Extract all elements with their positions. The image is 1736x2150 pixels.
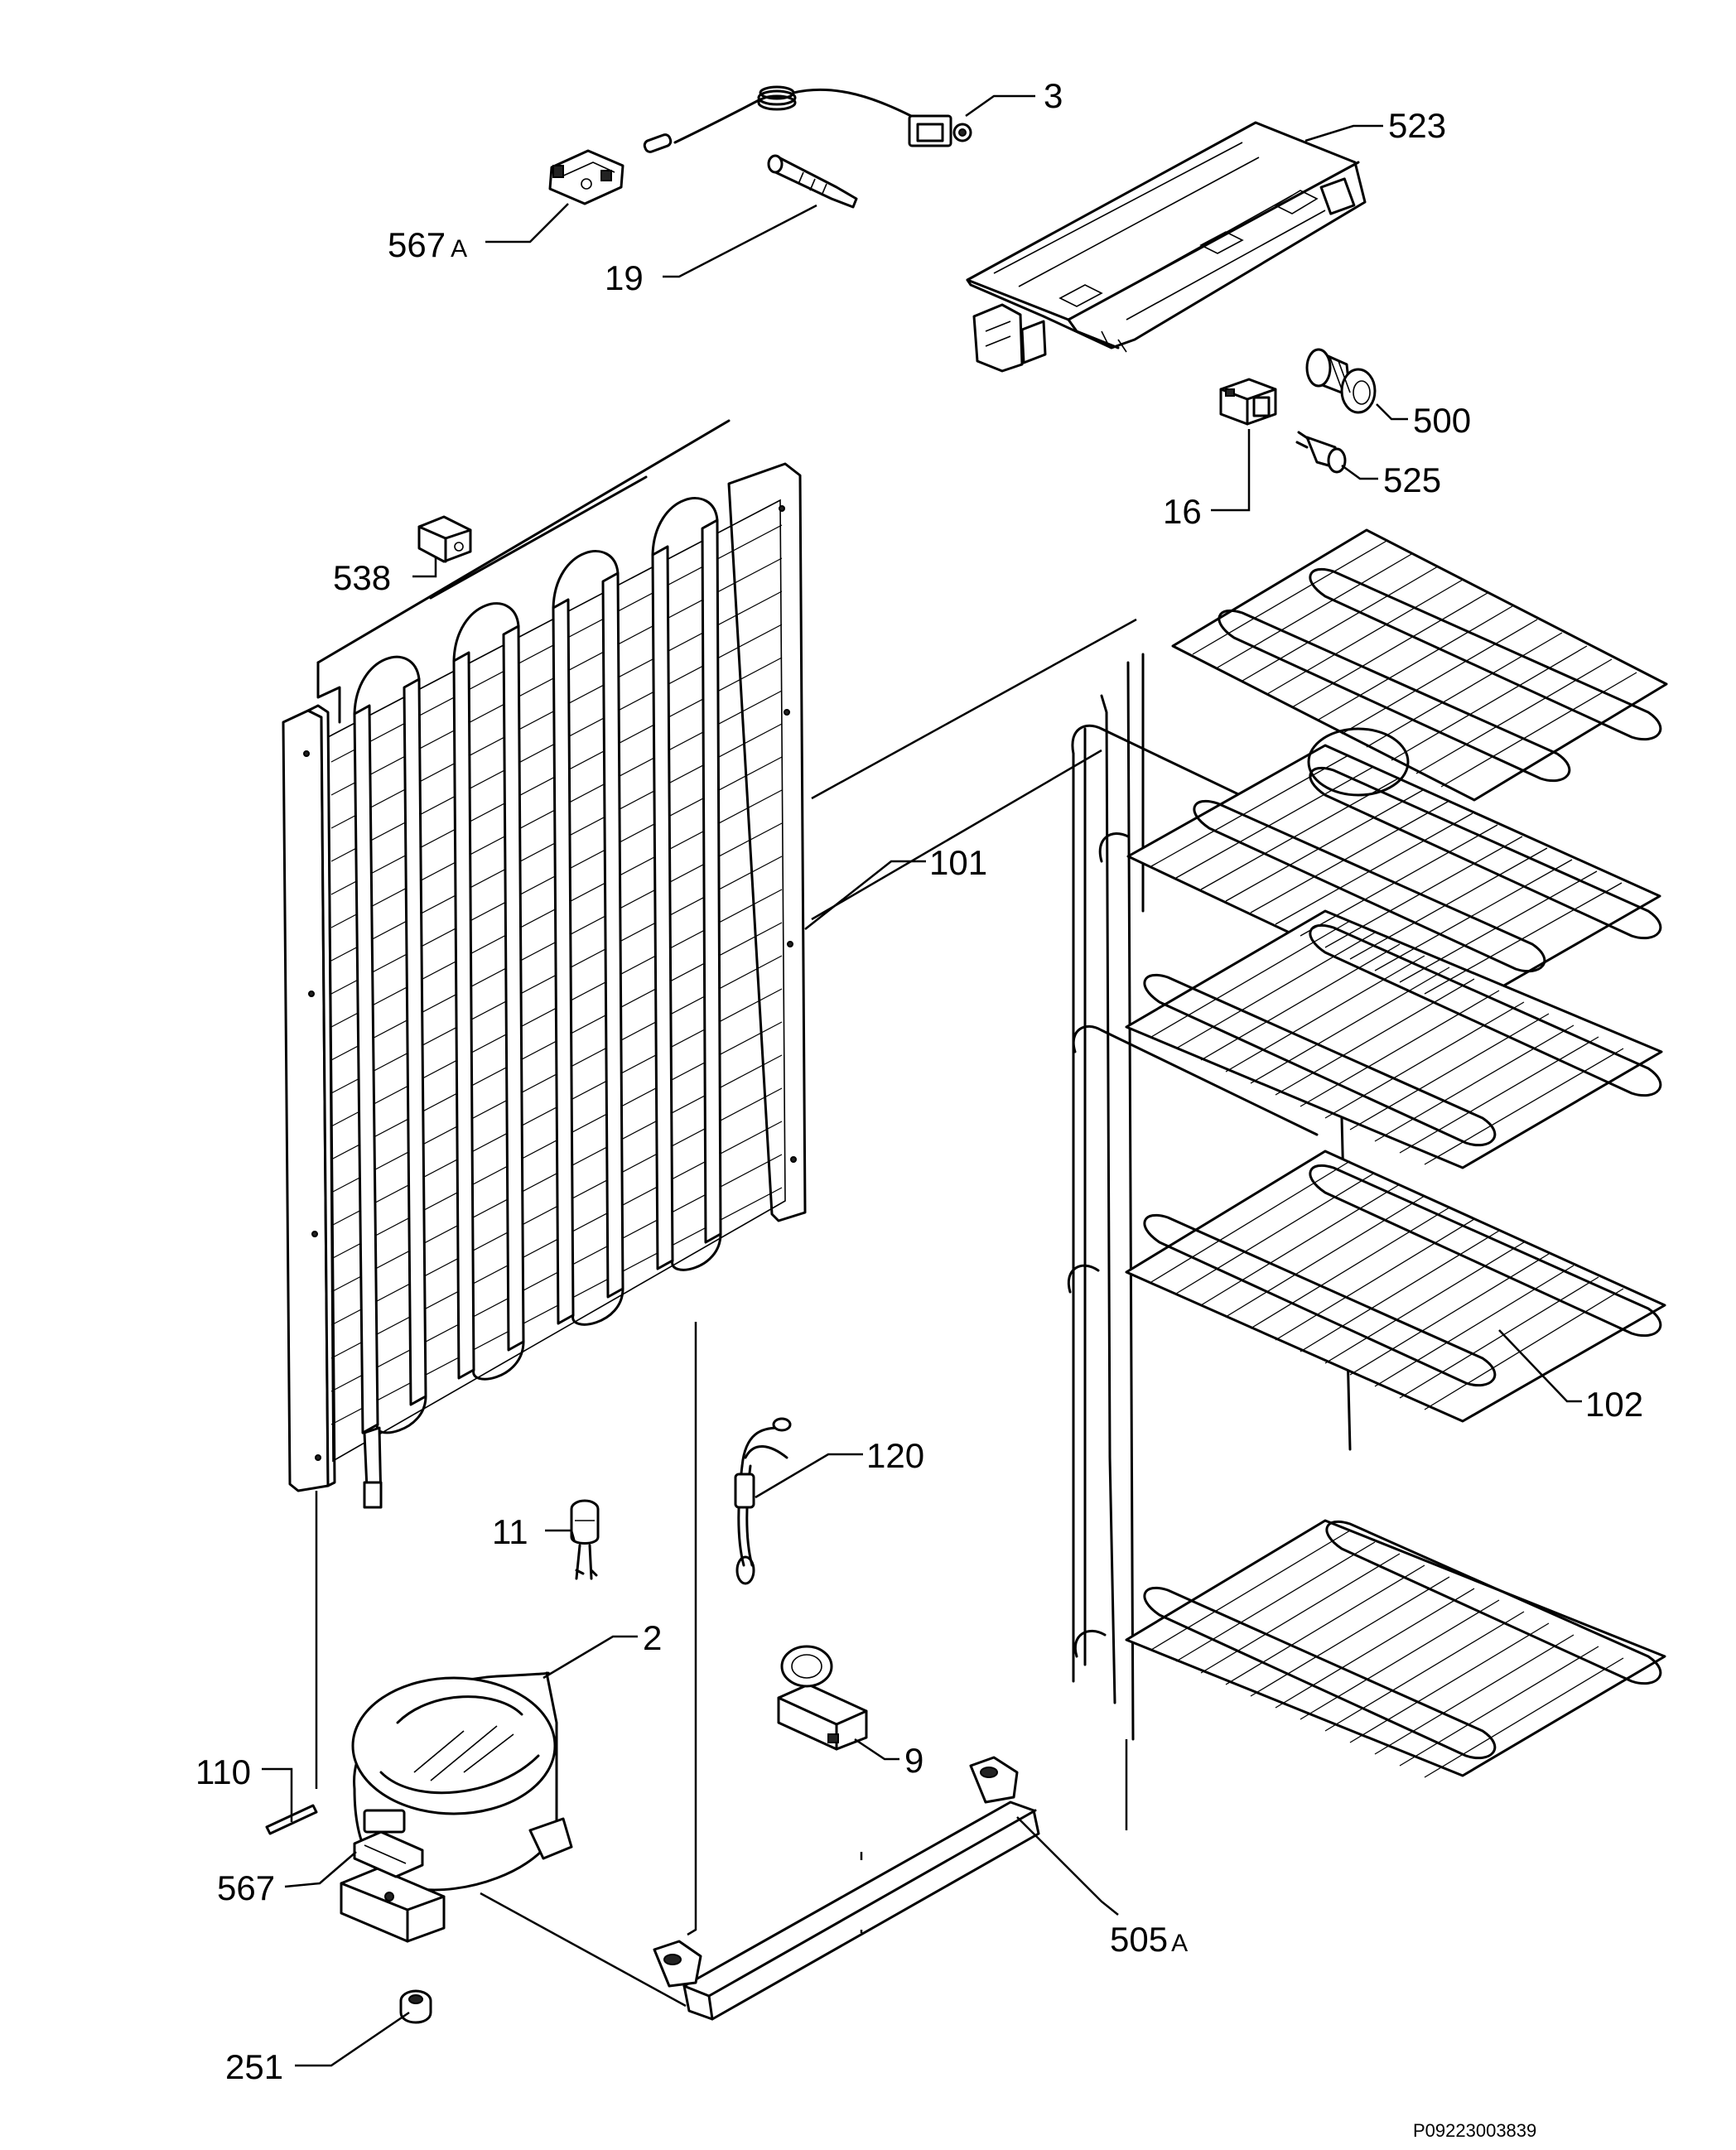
clip-part-538 — [417, 515, 472, 563]
label-110: 110 — [195, 1752, 251, 1791]
label-500: 500 — [1413, 401, 1471, 440]
evaporator-part-102 — [1067, 528, 1668, 1778]
label-19: 19 — [605, 258, 644, 297]
base-rail-part-505a — [653, 1756, 1040, 2021]
label-567a-suffix: A — [451, 235, 467, 263]
knob-part-500 — [1305, 348, 1377, 414]
label-9: 9 — [904, 1741, 923, 1780]
lamp-holder-part-525 — [1295, 431, 1347, 474]
leader-lines — [262, 94, 1582, 2067]
grommet-part-251 — [399, 1989, 432, 2024]
compressor-part-2 — [340, 1671, 573, 1943]
label-251: 251 — [225, 2047, 283, 2086]
thermostat-part-3 — [643, 85, 972, 153]
label-102: 102 — [1585, 1385, 1643, 1424]
drawing-code: P09223003839 — [1413, 2120, 1536, 2141]
relay-part-11 — [570, 1499, 600, 1580]
shelf-wire-grid — [1150, 539, 1637, 1778]
condenser-tubes — [353, 497, 722, 1434]
connector-part-567 — [353, 1830, 424, 1878]
label-101: 101 — [929, 843, 987, 882]
sensor-part-19 — [767, 154, 858, 209]
connector-part-567a — [548, 149, 624, 205]
label-505a-suffix: A — [1171, 1930, 1188, 1957]
evaporator-tube-loops — [1143, 567, 1662, 1760]
label-567: 567 — [217, 1868, 275, 1907]
label-505a-number: 505 — [1110, 1920, 1168, 1959]
label-525: 525 — [1383, 460, 1441, 499]
label-523: 523 — [1388, 106, 1446, 145]
label-120: 120 — [866, 1436, 924, 1475]
switch-part-16 — [1219, 378, 1277, 426]
label-11: 11 — [492, 1512, 528, 1551]
label-567a-number: 567 — [388, 225, 446, 264]
heater-cable-part-120 — [734, 1417, 792, 1585]
assembly-guide-lines — [315, 618, 1137, 2008]
control-housing-part-523 — [966, 121, 1367, 373]
condenser-part-101 — [282, 419, 807, 1509]
label-538: 538 — [333, 558, 391, 597]
label-16: 16 — [1163, 492, 1202, 531]
clamp-part-9 — [777, 1645, 868, 1751]
label-3: 3 — [1044, 76, 1063, 115]
label-2: 2 — [643, 1618, 662, 1657]
